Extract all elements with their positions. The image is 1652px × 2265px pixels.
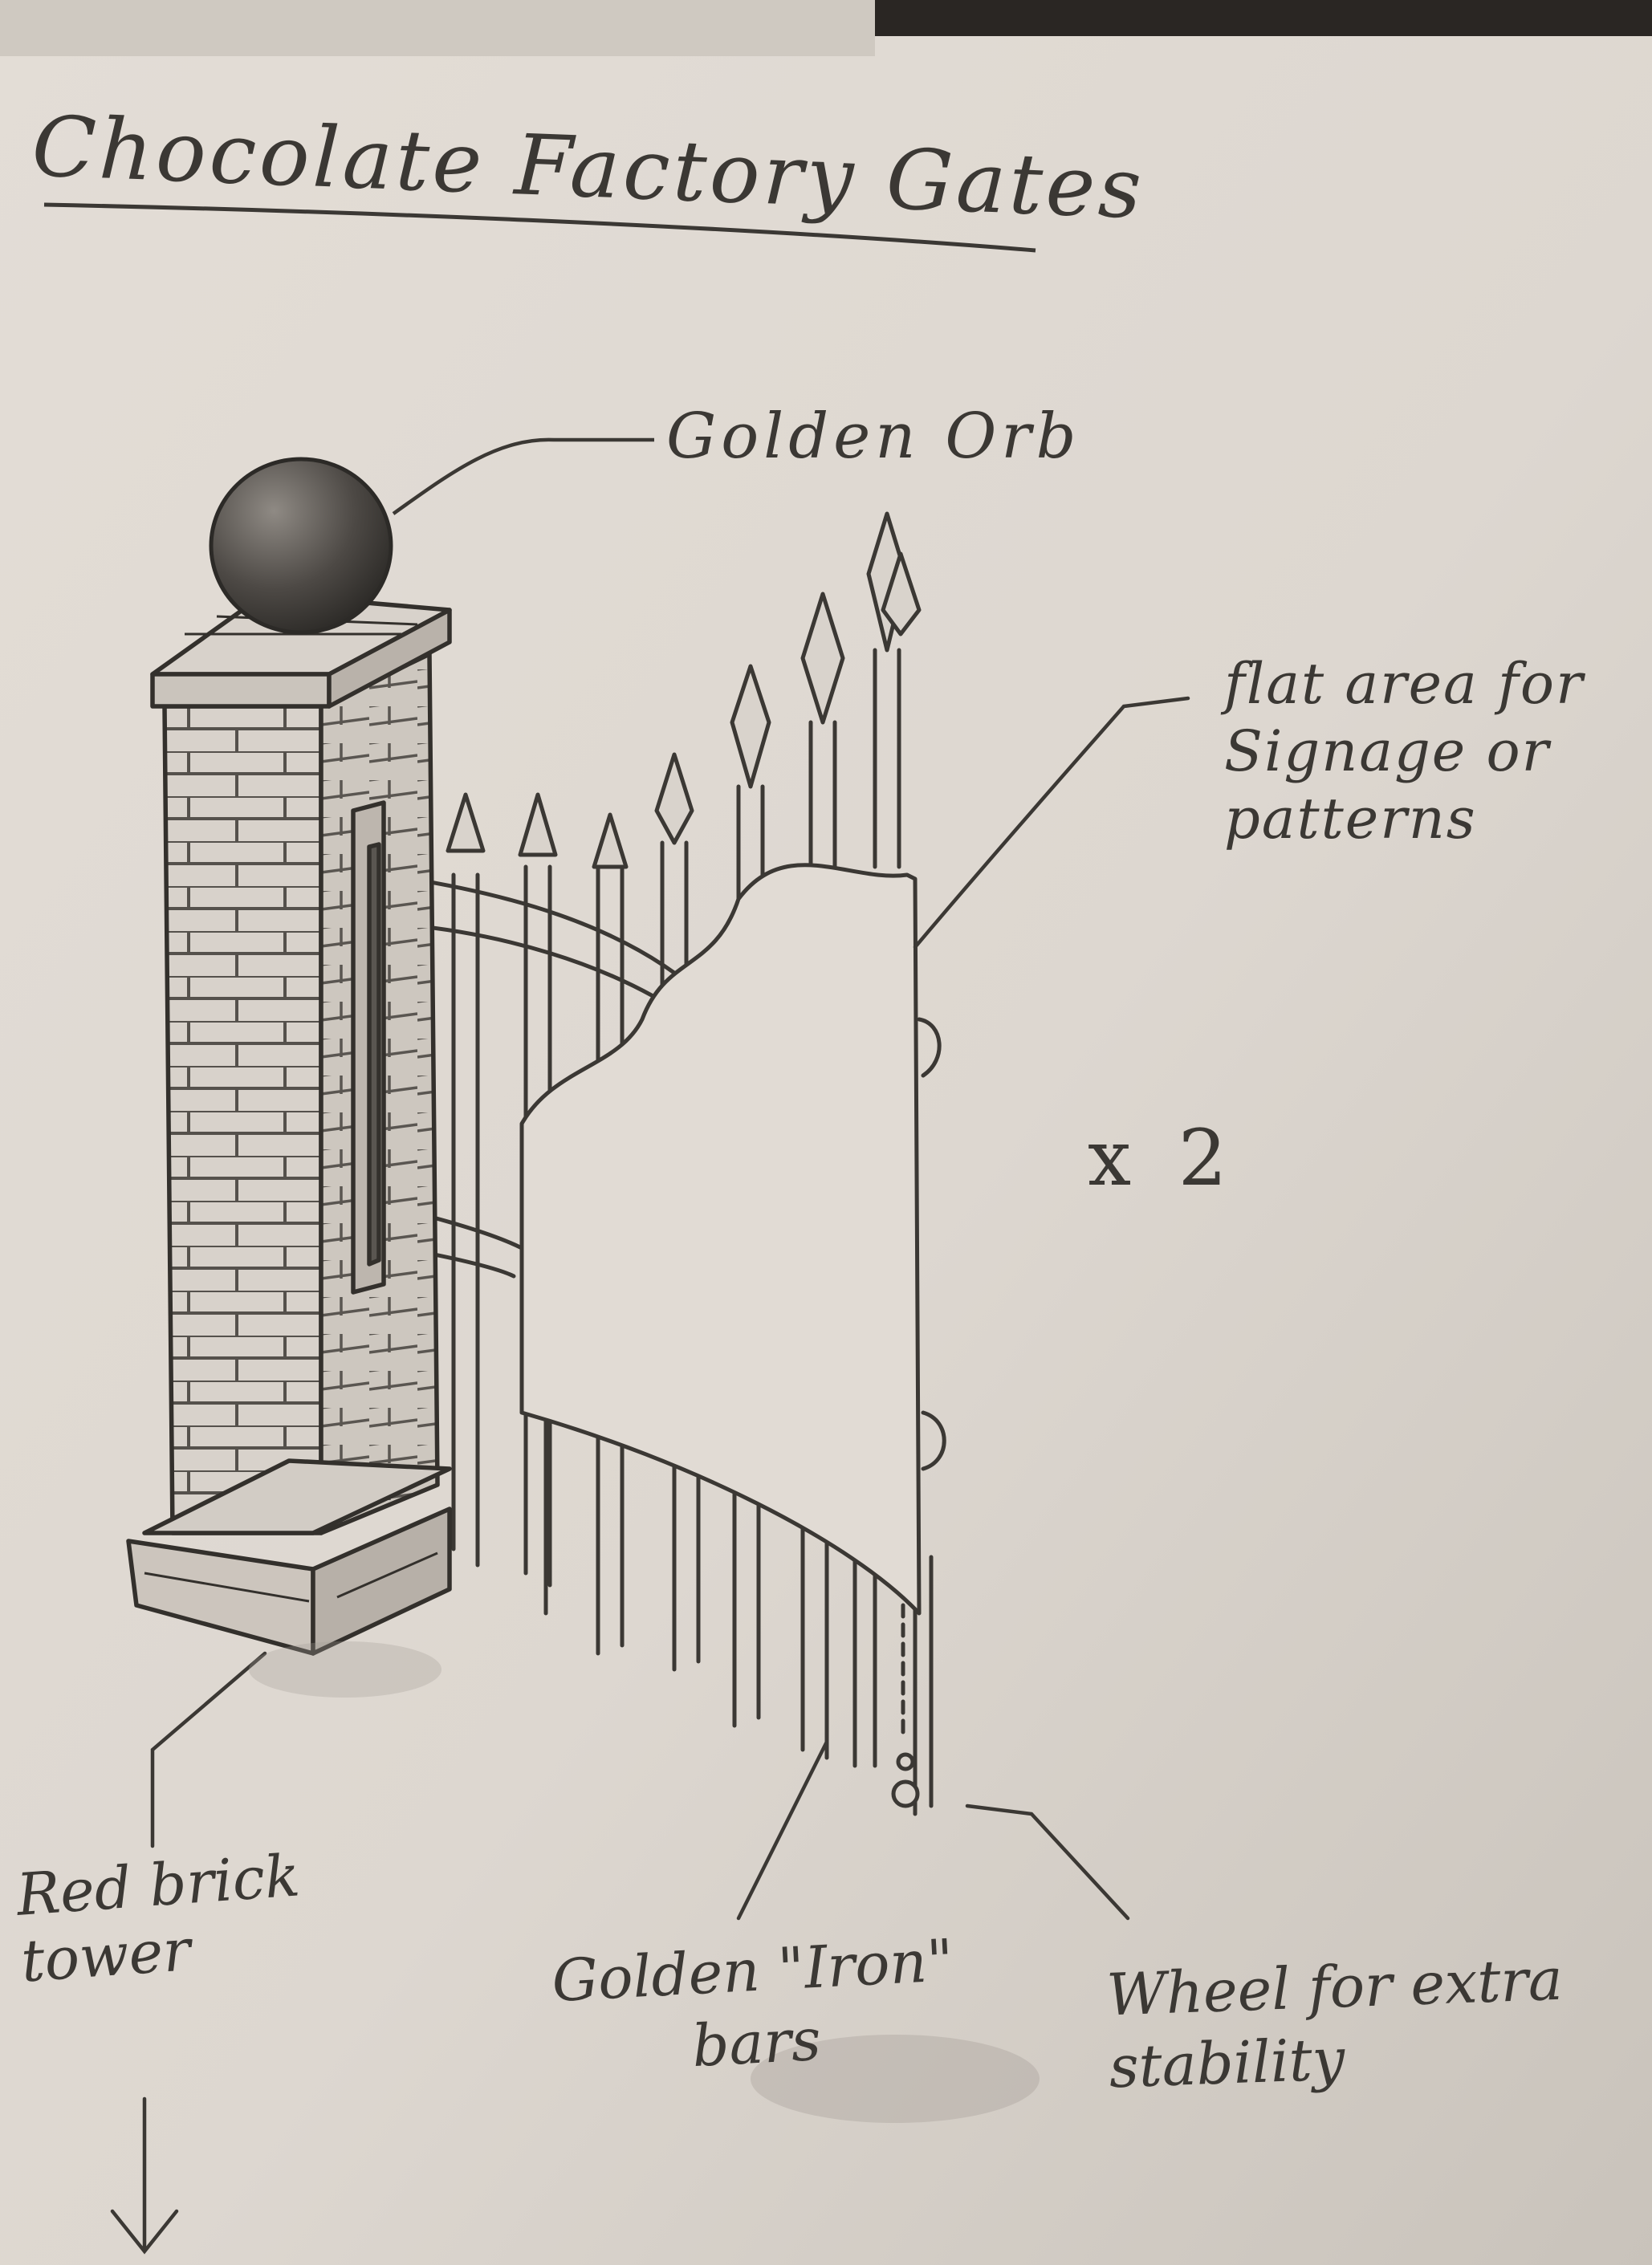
orb-leader-line (392, 437, 654, 515)
wheel-leader (965, 1803, 1130, 1921)
pillar-base-top (142, 1458, 452, 1535)
wheel (891, 1779, 920, 1808)
brick-tower-leader (150, 1651, 267, 1848)
label-flat-area: flat area for Signage or patterns (1224, 651, 1585, 852)
finials (446, 511, 922, 869)
title-underline (43, 202, 1036, 253)
bars-leader (736, 1739, 829, 1921)
brick-pillar (126, 592, 452, 1656)
signage-panel (519, 863, 922, 1616)
down-arrow (110, 2096, 179, 2255)
label-golden-orb: Golden Orb (666, 401, 1081, 473)
label-wheel: Wheel for extra stability (1105, 1945, 1565, 2101)
label-bars: Golden "Iron" bars (550, 1926, 955, 2080)
label-multiplier: x 2 (1088, 1113, 1239, 1203)
leader-lines (110, 696, 1190, 2255)
golden-orb (209, 457, 393, 635)
pillar-front (162, 704, 323, 1535)
label-brick-tower: Red brick tower (14, 1841, 303, 1995)
gate (375, 511, 946, 1816)
flat-area-leader (913, 696, 1190, 950)
